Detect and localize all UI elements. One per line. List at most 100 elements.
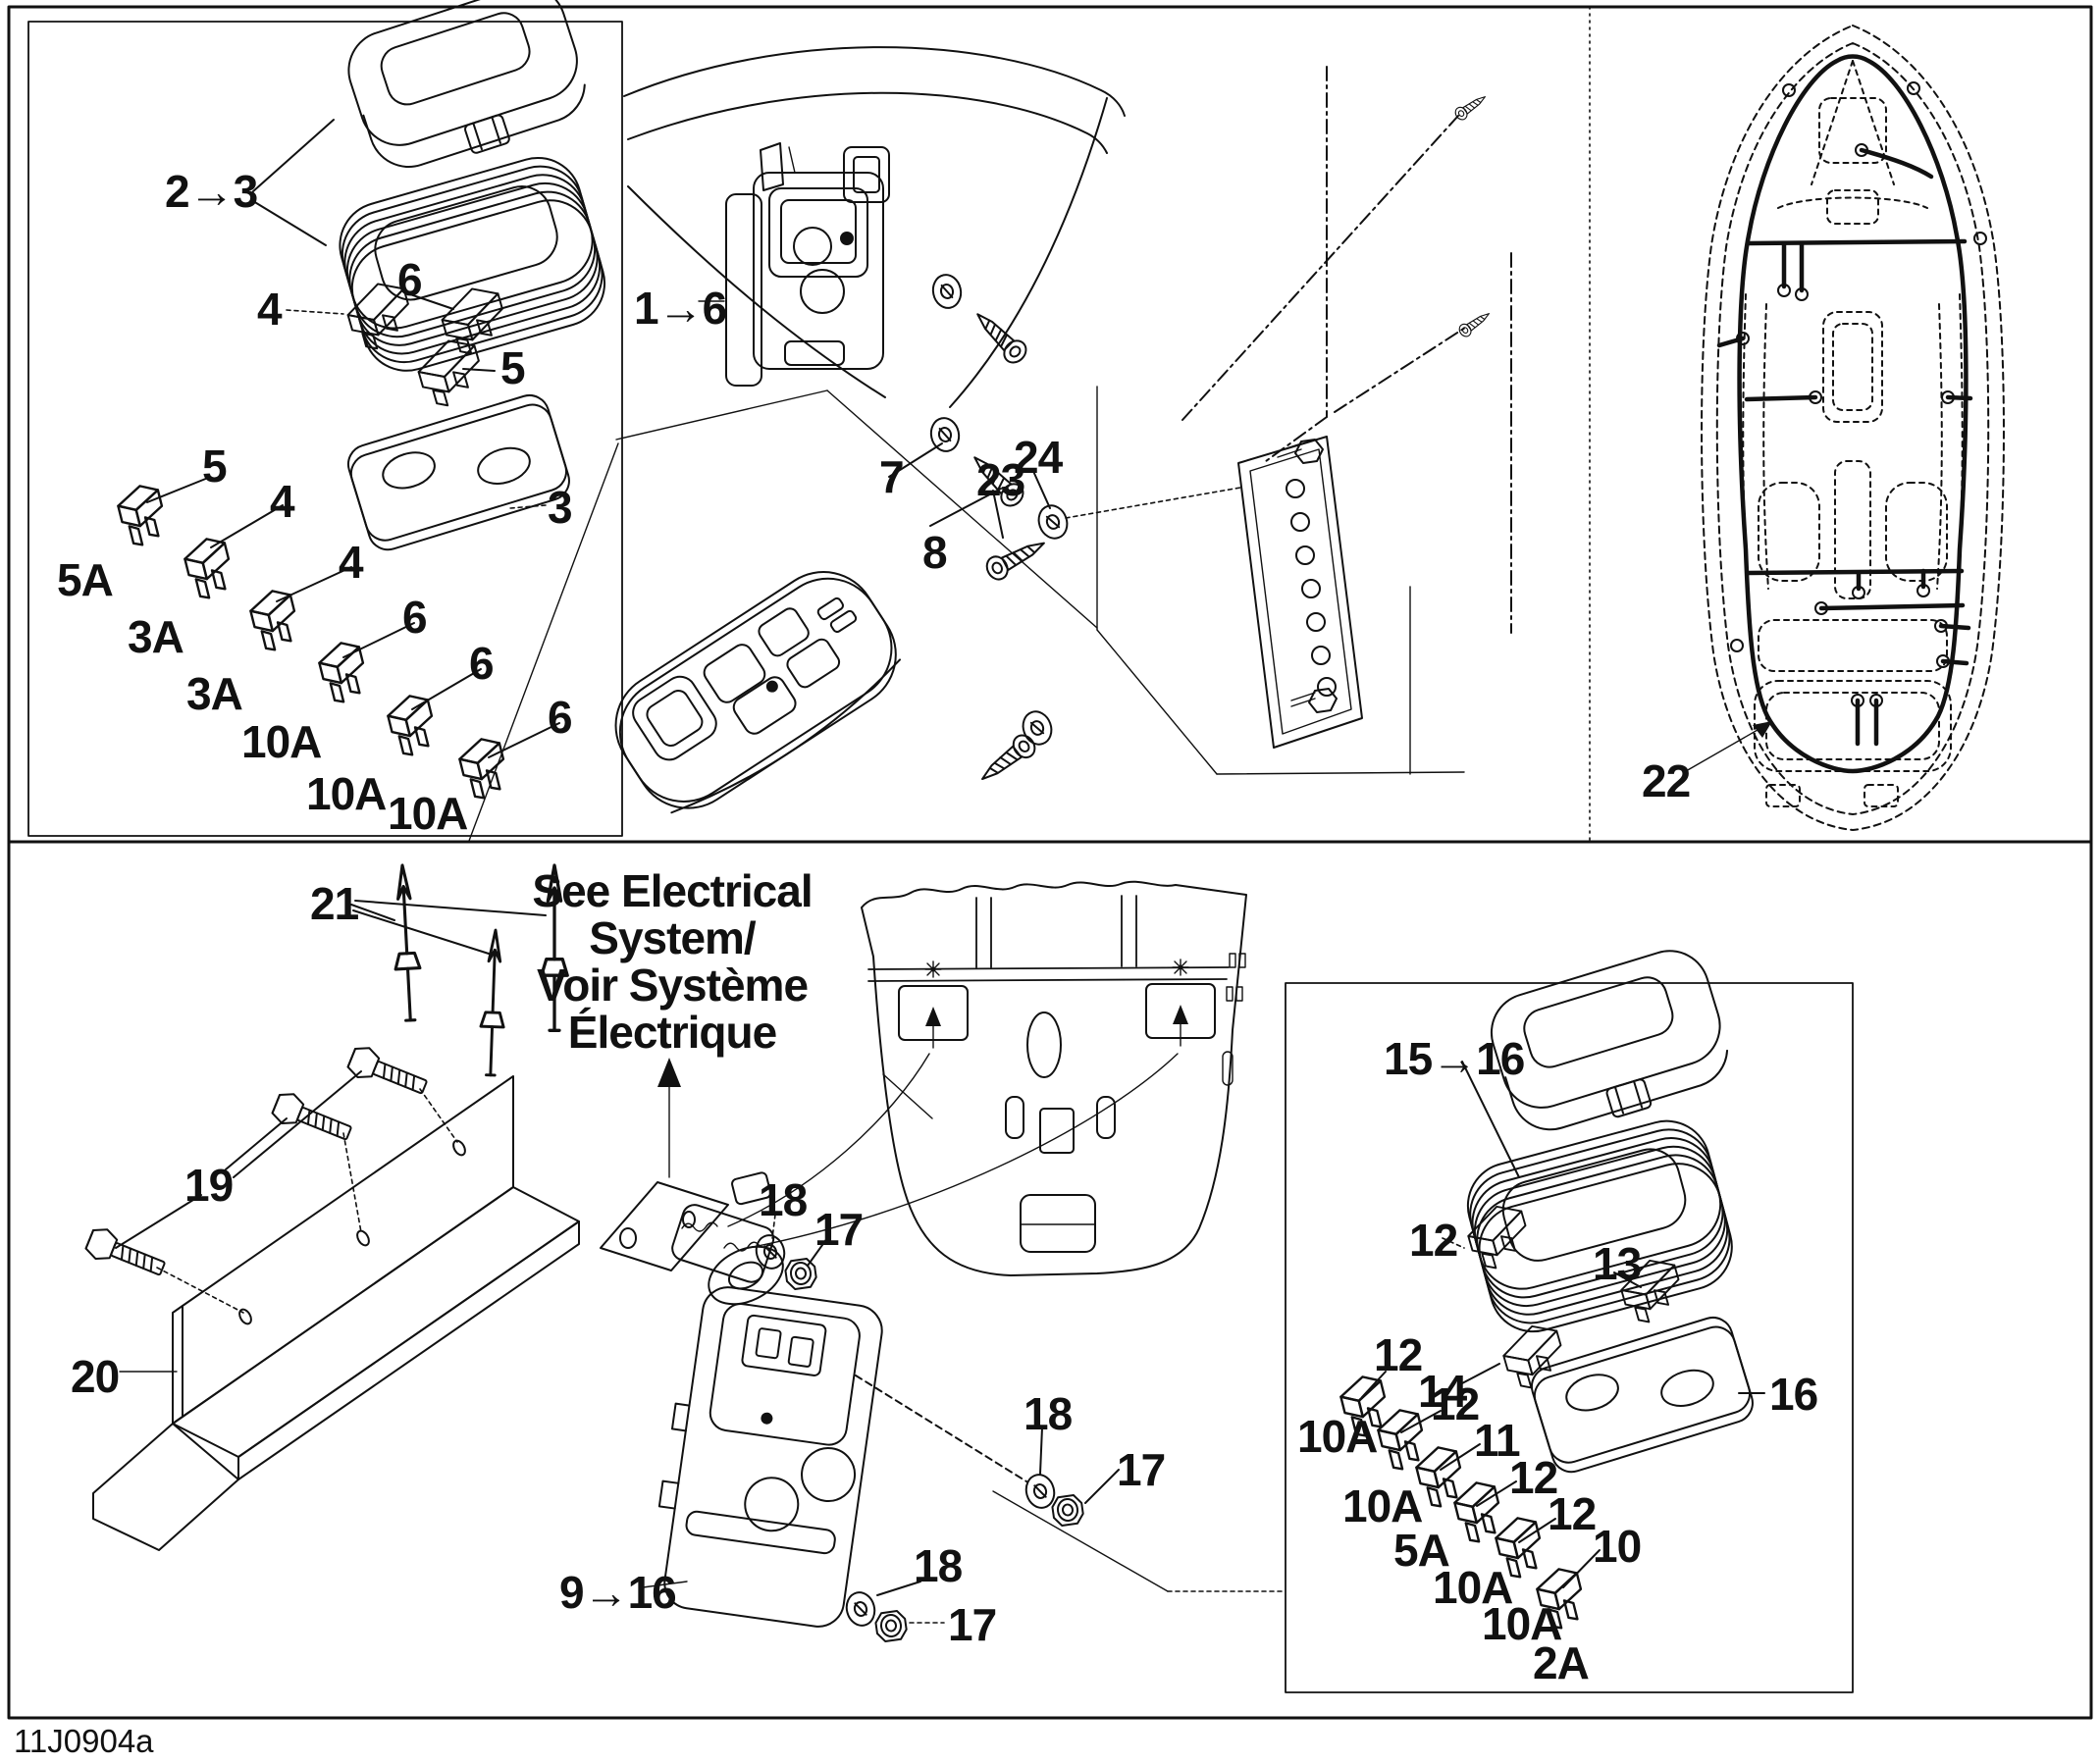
location-arrow: [925, 1005, 1188, 1049]
note-line: Électrique: [567, 1007, 777, 1058]
fuse-kit-plate: [1526, 1312, 1759, 1479]
flat-washer: [1033, 500, 1073, 544]
part-label-1→6: 1→6: [634, 283, 727, 334]
torx-screw: [968, 304, 1031, 368]
hex-bolts: [82, 1042, 432, 1285]
hull-top-view: [1701, 25, 2005, 831]
leader-lines-box1: [146, 119, 560, 758]
leaders-18-17-a: [771, 1214, 828, 1267]
part-label-5: 5: [500, 342, 526, 393]
section-line: [992, 1490, 1169, 1592]
fuse-kit-large-fuses: [1461, 1199, 1689, 1394]
part-label-16: 16: [1769, 1369, 1818, 1420]
part-label-17: 17: [1117, 1444, 1166, 1495]
part-label-22: 22: [1642, 755, 1691, 806]
part-label-15→16: 15→16: [1384, 1033, 1525, 1084]
panel-borders: [7, 5, 2093, 1720]
part-label-21: 21: [310, 878, 359, 929]
part-label-11: 11: [1474, 1415, 1521, 1466]
note-line: See Electrical: [532, 865, 813, 916]
label-22-arrow: [1685, 721, 1772, 772]
fusebox-cover: [338, 0, 598, 184]
part-label-5: 5: [202, 441, 228, 492]
lock-nut: [873, 1609, 909, 1643]
part-label-18: 18: [914, 1540, 963, 1591]
part-label-6: 6: [469, 638, 495, 689]
part-label-7: 7: [879, 451, 905, 502]
part-label-10A: 10A: [241, 716, 322, 767]
see-electrical-note: See Electrical System/ Voir Système Élec…: [518, 867, 826, 1056]
small-screw: [1456, 307, 1494, 339]
terminal-strip: [1237, 436, 1363, 749]
part-label-10A: 10A: [1342, 1480, 1423, 1531]
part-label-2A: 2A: [1533, 1637, 1590, 1688]
leaders-18-17-c: [876, 1581, 945, 1624]
part-label-2→3: 2→3: [165, 166, 258, 217]
part-label-3A: 3A: [186, 668, 243, 719]
part-label-10A: 10A: [1297, 1411, 1378, 1462]
flat-washer: [928, 271, 966, 312]
wiring-harness: [1716, 54, 1987, 774]
part-label-12: 12: [1374, 1329, 1423, 1380]
part-label-23: 23: [976, 454, 1025, 505]
part-label-10A: 10A: [1433, 1562, 1513, 1613]
part-label-12: 12: [1509, 1452, 1558, 1503]
console-top-view: [614, 571, 902, 814]
mounting-bracket: [92, 1075, 580, 1551]
leader-9-16: [642, 1581, 688, 1588]
part-label-6: 6: [402, 592, 428, 643]
leaders-21: [350, 900, 547, 955]
part-label-6: 6: [397, 254, 423, 305]
lock-nut: [783, 1257, 818, 1291]
leaders-23-24: [992, 468, 1241, 539]
part-label-4: 4: [257, 284, 283, 335]
part-label-9→16: 9→16: [559, 1567, 677, 1618]
part-label-19: 19: [184, 1160, 234, 1211]
fuse-detail-panel: [27, 21, 623, 837]
note-line: Voir Système: [536, 960, 809, 1011]
part-label-12: 12: [1548, 1488, 1597, 1539]
flat-washer: [842, 1587, 879, 1631]
leader-lines-box2: [1361, 1061, 1765, 1588]
part-label-6: 6: [548, 692, 573, 743]
small-screw: [1452, 90, 1490, 123]
lock-nut: [1050, 1493, 1085, 1528]
part-label-24: 24: [1014, 432, 1063, 483]
part-label-4: 4: [339, 537, 364, 588]
part-label-4: 4: [270, 476, 295, 527]
see-note-arrow: [657, 1058, 681, 1178]
part-label-13: 13: [1593, 1238, 1642, 1289]
ecm-module: [725, 142, 890, 387]
part-label-14: 14: [1418, 1366, 1467, 1417]
part-label-18: 18: [759, 1174, 808, 1225]
part-label-10A: 10A: [306, 768, 387, 819]
leaders-18-17-b: [1039, 1427, 1120, 1504]
starter-solenoid: [600, 1171, 784, 1306]
part-label-10: 10: [1593, 1521, 1642, 1572]
part-label-20: 20: [71, 1351, 120, 1402]
leaders-7-8: [888, 442, 1002, 527]
part-label-17: 17: [948, 1599, 997, 1650]
note-line: System/: [589, 912, 756, 963]
torx-screw: [981, 531, 1051, 585]
electrical-box: [657, 1286, 883, 1628]
rear-hull-view: [727, 880, 1247, 1276]
part-label-10A: 10A: [388, 788, 468, 839]
leaders-19: [115, 1070, 458, 1314]
drawing-code: 11J0904a: [14, 1723, 154, 1759]
part-label-12: 12: [1431, 1378, 1480, 1429]
part-label-8: 8: [922, 527, 948, 578]
part-label-5A: 5A: [1393, 1525, 1450, 1576]
fuse-plate: [342, 389, 575, 556]
axis-line: [855, 1375, 1027, 1482]
alignment-lines: [1181, 66, 1512, 634]
part-label-10A: 10A: [1482, 1598, 1562, 1649]
part-label-3A: 3A: [128, 611, 184, 662]
fuse-kit-gasket: [1457, 1110, 1743, 1343]
fuse-kit-panel: [1285, 982, 1854, 1693]
part-label-18: 18: [1024, 1388, 1073, 1439]
part-label-3: 3: [548, 482, 573, 533]
part-label-5A: 5A: [57, 554, 114, 605]
